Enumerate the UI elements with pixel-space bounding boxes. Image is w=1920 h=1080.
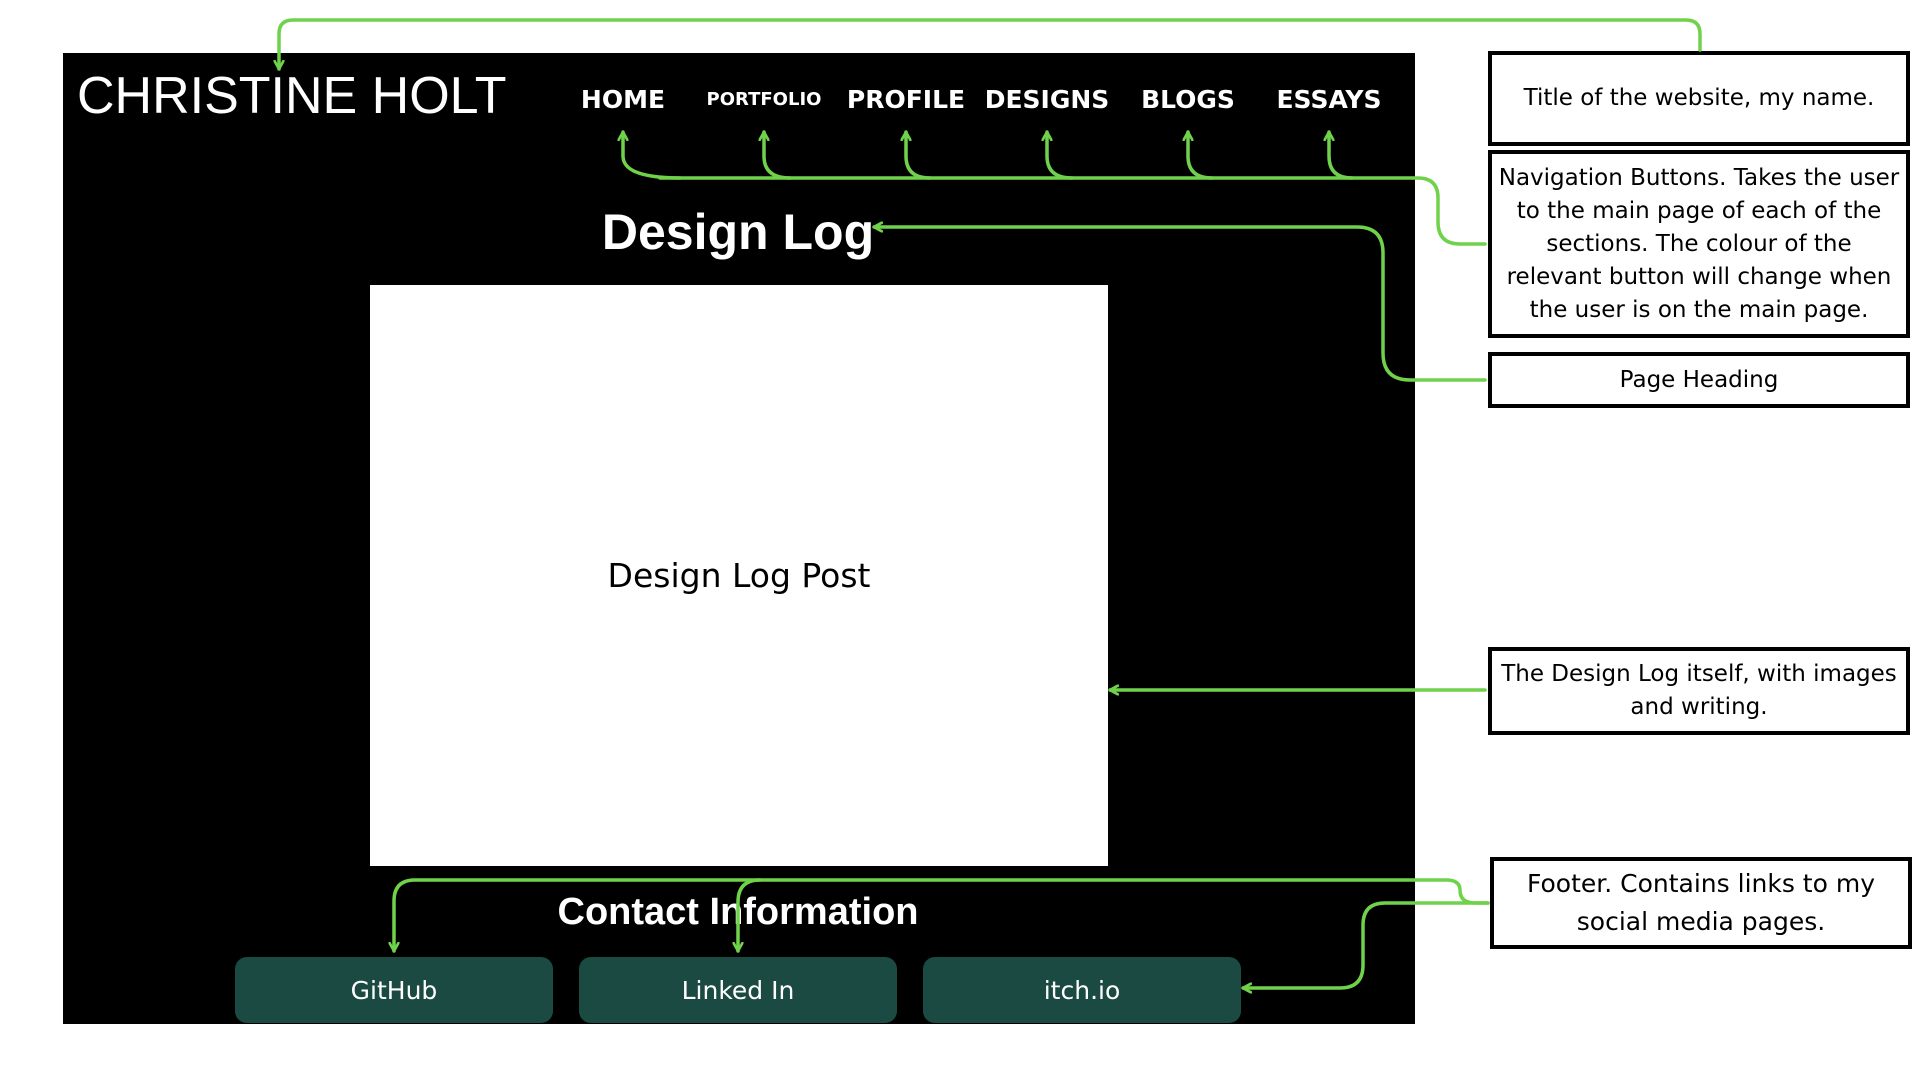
arrow-nav-essays <box>1329 130 1354 180</box>
arrow-title <box>279 18 1702 71</box>
github-button[interactable]: GitHub <box>235 957 553 1023</box>
arrow-footer-linkedin <box>738 878 762 953</box>
page-heading: Design Log <box>601 204 875 260</box>
callout-page-heading: Page Heading <box>1488 352 1910 408</box>
callout-title: Title of the website, my name. <box>1488 51 1910 146</box>
nav-designs-button[interactable]: DESIGNS <box>984 85 1110 114</box>
nav-essays-button[interactable]: ESSAYS <box>1276 85 1382 114</box>
arrow-nav-blogs <box>1188 130 1214 180</box>
arrow-nav-home <box>623 130 682 180</box>
arrow-nav-profile <box>906 130 932 180</box>
callout-design-log: The Design Log itself, with images and w… <box>1488 647 1910 735</box>
arrow-footer-github <box>394 878 1490 953</box>
arrow-nav-portfolio <box>764 130 792 180</box>
arrow-nav-designs <box>1047 130 1074 180</box>
design-log-post-label: Design Log Post <box>607 556 871 595</box>
site-title: CHRISTINE HOLT <box>77 67 507 125</box>
nav-blogs-button[interactable]: BLOGS <box>1141 85 1235 114</box>
linkedin-button[interactable]: Linked In <box>579 957 897 1023</box>
nav-portfolio-button[interactable]: PORTFOLIO <box>706 89 822 110</box>
callout-footer: Footer. Contains links to my social medi… <box>1490 857 1912 949</box>
design-log-post: Design Log Post <box>370 285 1108 866</box>
callout-navigation: Navigation Buttons. Takes the user to th… <box>1488 150 1910 338</box>
nav-profile-button[interactable]: PROFILE <box>846 85 966 114</box>
arrow-page-heading <box>872 227 1487 382</box>
arrow-footer-itchio <box>1241 901 1490 988</box>
itchio-button[interactable]: itch.io <box>923 957 1241 1023</box>
nav-home-button[interactable]: HOME <box>580 85 666 114</box>
arrow-nav-bus <box>658 176 1487 246</box>
